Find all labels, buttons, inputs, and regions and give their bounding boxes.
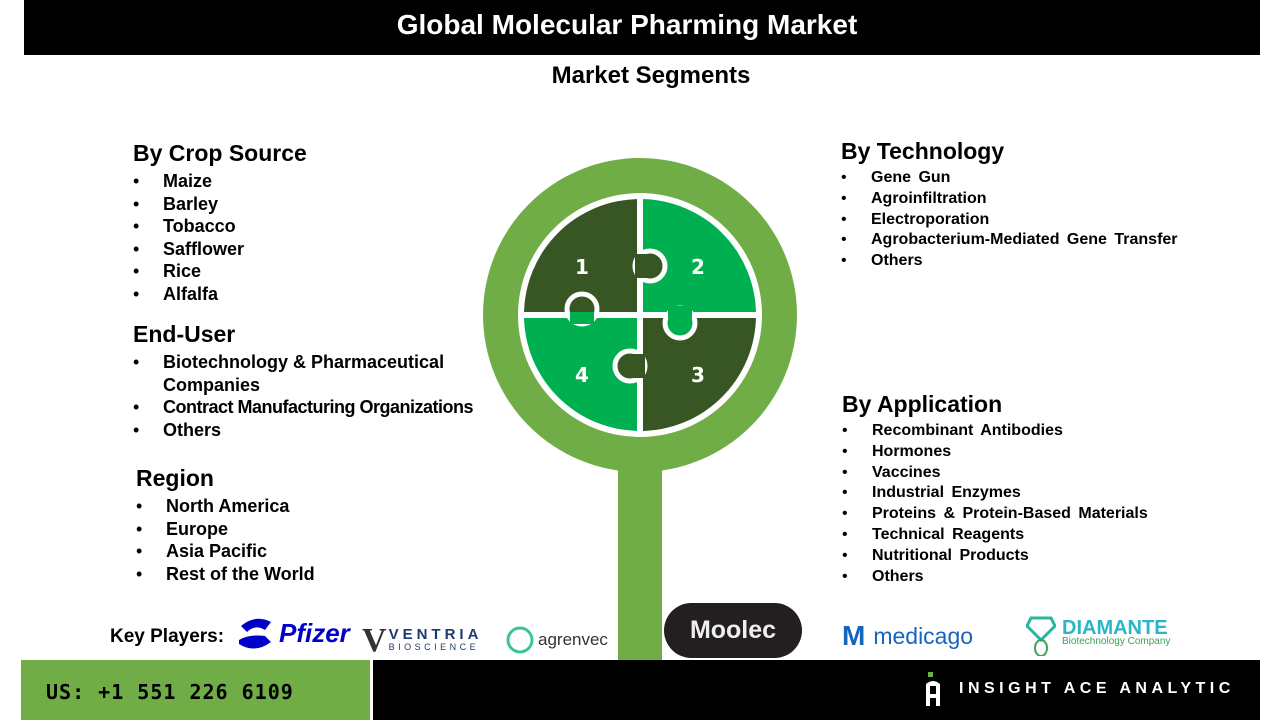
list-item: Gene Gun xyxy=(841,168,1178,189)
segment-application: By Application Recombinant AntibodiesHor… xyxy=(842,391,1148,587)
list-item: Others xyxy=(842,567,1148,588)
list-item: Alfalfa xyxy=(133,283,307,306)
piece-label: 4 xyxy=(575,363,589,387)
piece-label: 1 xyxy=(575,255,589,279)
segment-title: By Crop Source xyxy=(133,140,307,166)
list-item: Biotechnology & Pharmaceutical Companies xyxy=(133,351,473,396)
puzzle-piece-1 xyxy=(524,199,640,315)
brand-icon xyxy=(926,672,940,706)
list-item: Contract Manufacturing Organizations xyxy=(133,396,513,419)
list-item: Rest of the World xyxy=(136,563,315,586)
list-item: Rice xyxy=(133,260,307,283)
puzzle-piece-4 xyxy=(524,315,640,431)
insight-ace-logo: INSIGHT ACE ANALYTIC xyxy=(925,672,1235,706)
list-item: Vaccines xyxy=(842,463,1148,484)
page-subtitle: Market Segments xyxy=(551,62,751,89)
list-item: Tobacco xyxy=(133,215,307,238)
agrenvec-logo: agrenvec xyxy=(506,626,608,654)
list-item: Europe xyxy=(136,518,315,541)
piece-label: 3 xyxy=(691,363,705,387)
moolec-logo: Moolec xyxy=(664,603,802,658)
segment-region: Region North AmericaEuropeAsia PacificRe… xyxy=(136,465,315,585)
key-players-label: Key Players: xyxy=(110,626,225,647)
phone-number: US: +1 551 226 6109 xyxy=(21,660,370,720)
piece-label: 2 xyxy=(691,255,705,279)
list-item: North America xyxy=(136,495,315,518)
segment-crop-source: By Crop Source MaizeBarleyTobaccoSafflow… xyxy=(133,140,307,305)
segment-technology: By Technology Gene GunAgroinfiltrationEl… xyxy=(841,138,1178,272)
list-item: Agrobacterium-Mediated Gene Transfer xyxy=(841,230,1178,251)
segment-title: End-User xyxy=(133,321,236,347)
list-item: Others xyxy=(133,419,513,442)
list-item: Barley xyxy=(133,193,307,216)
list-item: Others xyxy=(841,251,1178,272)
segment-title: By Technology xyxy=(841,138,1005,164)
list-item: Safflower xyxy=(133,238,307,261)
puzzle-piece-3 xyxy=(640,315,756,431)
list-item: Technical Reagents xyxy=(842,525,1148,546)
medicago-logo: M medicago xyxy=(842,620,974,651)
list-item: Recombinant Antibodies xyxy=(842,421,1148,442)
list-item: Electroporation xyxy=(841,210,1178,231)
list-item: Proteins & Protein-Based Materials xyxy=(842,504,1148,525)
list-item: Maize xyxy=(133,170,307,193)
pfizer-logo: Pfizer xyxy=(235,614,350,652)
segment-end-user: End-User Biotechnology & Pharmaceutical … xyxy=(133,321,513,441)
puzzle-piece-2 xyxy=(640,199,756,315)
magnifier-handle xyxy=(618,450,662,662)
title-bar: Global Molecular Pharming Market xyxy=(24,0,1260,55)
list-item: Industrial Enzymes xyxy=(842,483,1148,504)
segment-title: Region xyxy=(136,465,214,491)
list-item: Agroinfiltration xyxy=(841,189,1178,210)
list-item: Nutritional Products xyxy=(842,546,1148,567)
footer-bar xyxy=(373,660,1260,720)
list-item: Asia Pacific xyxy=(136,540,315,563)
segment-title: By Application xyxy=(842,391,1003,417)
list-item: Hormones xyxy=(842,442,1148,463)
magnifier-puzzle-graphic: 1 2 3 4 xyxy=(483,158,797,662)
